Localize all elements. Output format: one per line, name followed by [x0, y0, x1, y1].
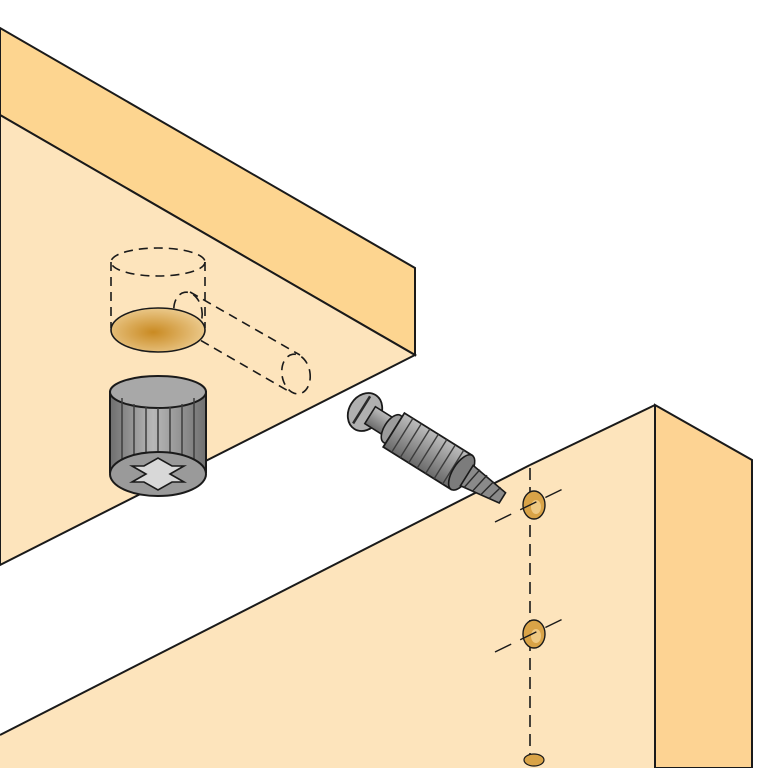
screwdriver-slot-icon — [352, 395, 372, 425]
pilot-hole-bottom — [523, 753, 545, 767]
cross-slot-icon — [128, 457, 188, 491]
connecting-bolt — [346, 392, 507, 504]
bolt-bore-hole — [110, 247, 312, 395]
pilot-hole-upper — [494, 487, 566, 523]
top-panel-underside — [0, 113, 418, 567]
top-shelf-panel — [0, 26, 418, 567]
side-panel-edge — [654, 403, 753, 768]
cam-fitting — [109, 375, 207, 497]
drilled-pilot-holes — [494, 487, 566, 767]
cam-seat-hole — [110, 307, 206, 353]
pilot-hole-lower — [494, 617, 566, 653]
